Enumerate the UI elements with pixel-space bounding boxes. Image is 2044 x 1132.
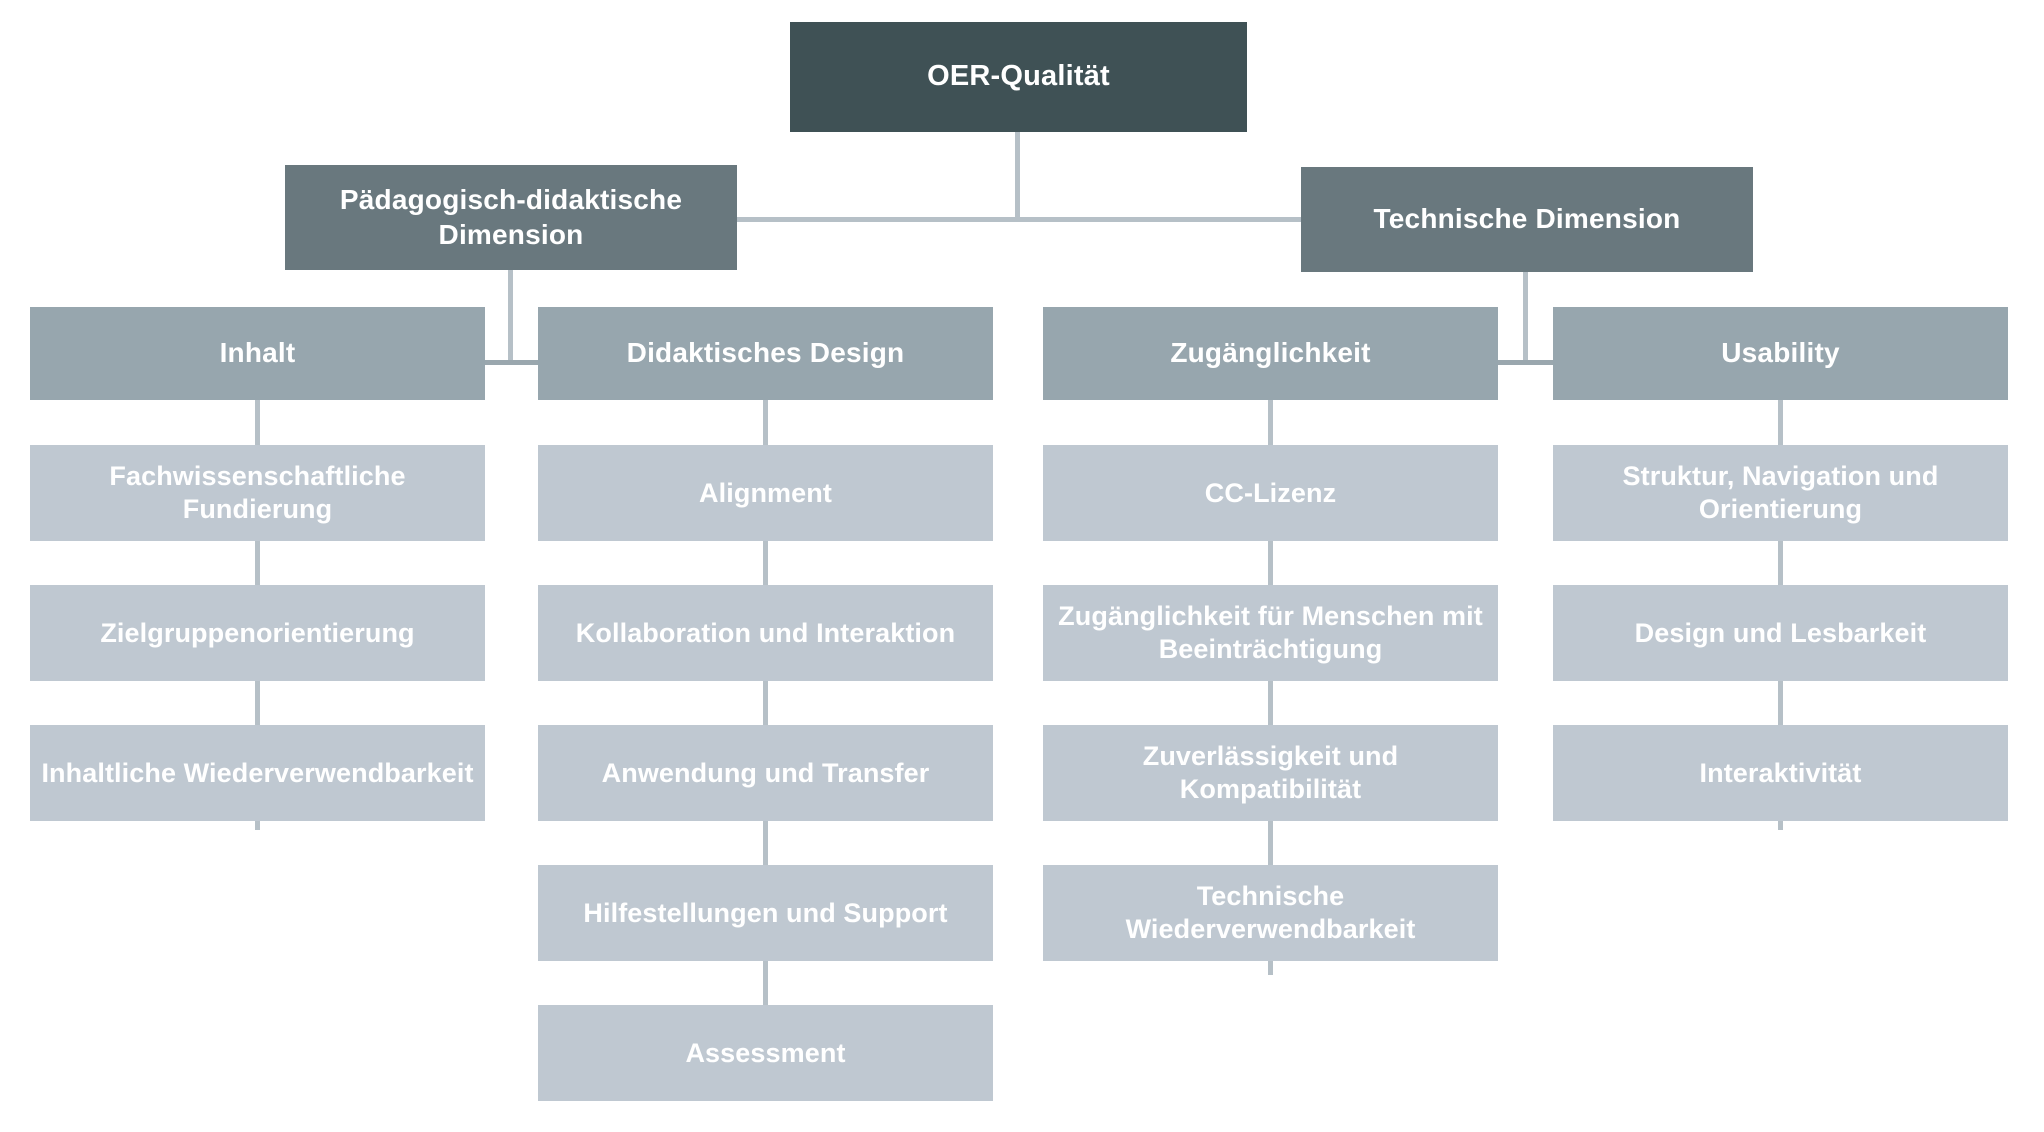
node-criterion-label: Zuverlässigkeit und Kompatibilität <box>1142 741 1399 804</box>
node-criterion-technische-wiederverwendbarkeit[interactable]: Technische Wiederverwendbarkeit <box>1043 865 1498 961</box>
node-dimension-label: Technische Dimension <box>1373 203 1681 235</box>
node-criterion-zuverlaessigkeit-und-kompatibilitaet[interactable]: Zuverlässigkeit und Kompatibilität <box>1043 725 1498 821</box>
node-criterion-label: Assessment <box>685 1037 846 1068</box>
node-criterion-label: Inhaltliche Wiederverwendbarkeit <box>41 757 474 788</box>
node-criterion-label: Zielgruppenorientierung <box>100 617 415 648</box>
node-category-label: Didaktisches Design <box>626 337 905 369</box>
node-criterion-struktur-navigation-orientierung[interactable]: Struktur, Navigation und Orientierung <box>1553 445 2008 541</box>
connector-left-dimension-vertical <box>508 270 513 365</box>
connector-right-dimension-vertical <box>1523 272 1528 365</box>
node-criterion-label: Fachwissenschaftliche Fundierung <box>109 461 406 524</box>
node-criterion-label: Technische Wiederverwendbarkeit <box>1125 881 1416 944</box>
node-category-label: Inhalt <box>219 337 296 369</box>
node-criterion-zielgruppenorientierung[interactable]: Zielgruppenorientierung <box>30 585 485 681</box>
node-criterion-label: Alignment <box>699 477 832 508</box>
connector-root-vertical <box>1015 132 1020 220</box>
node-criterion-zugaenglichkeit-beeintraechtigung[interactable]: Zugänglichkeit für Menschen mit Beeinträ… <box>1043 585 1498 681</box>
node-dimension-paedagogisch-didaktisch[interactable]: Pädagogisch-didaktische Dimension <box>285 165 737 270</box>
node-criterion-label: Zugänglichkeit für Menschen mit Beeinträ… <box>1058 601 1483 664</box>
node-category-label: Zugänglichkeit <box>1170 337 1371 369</box>
node-category-didaktisches-design[interactable]: Didaktisches Design <box>538 307 993 400</box>
node-criterion-alignment[interactable]: Alignment <box>538 445 993 541</box>
node-root-oer-qualitaet[interactable]: OER-Qualität <box>790 22 1247 132</box>
node-category-zugaenglichkeit[interactable]: Zugänglichkeit <box>1043 307 1498 400</box>
node-criterion-label: Struktur, Navigation und Orientierung <box>1622 461 1939 524</box>
node-root-label: OER-Qualität <box>927 60 1110 93</box>
node-criterion-design-und-lesbarkeit[interactable]: Design und Lesbarkeit <box>1553 585 2008 681</box>
connector-left-category-crossbar <box>485 360 538 365</box>
node-criterion-label: CC-Lizenz <box>1204 477 1337 508</box>
node-category-label: Usability <box>1721 337 1840 369</box>
node-criterion-label: Anwendung und Transfer <box>601 757 930 788</box>
node-criterion-cc-lizenz[interactable]: CC-Lizenz <box>1043 445 1498 541</box>
node-criterion-inhaltliche-wiederverwendbarkeit[interactable]: Inhaltliche Wiederverwendbarkeit <box>30 725 485 821</box>
connector-column-2-spine <box>763 400 768 1045</box>
node-criterion-assessment[interactable]: Assessment <box>538 1005 993 1101</box>
node-criterion-interaktivitaet[interactable]: Interaktivität <box>1553 725 2008 821</box>
node-dimension-label: Pädagogisch-didaktische Dimension <box>339 184 683 250</box>
node-criterion-label: Design und Lesbarkeit <box>1634 617 1927 648</box>
node-criterion-label: Hilfestellungen und Support <box>583 897 948 928</box>
node-criterion-label: Kollaboration und Interaktion <box>575 617 956 648</box>
node-criterion-anwendung-und-transfer[interactable]: Anwendung und Transfer <box>538 725 993 821</box>
node-criterion-hilfestellungen-und-support[interactable]: Hilfestellungen und Support <box>538 865 993 961</box>
node-criterion-fachwissenschaftliche-fundierung[interactable]: Fachwissenschaftliche Fundierung <box>30 445 485 541</box>
node-category-usability[interactable]: Usability <box>1553 307 2008 400</box>
node-category-inhalt[interactable]: Inhalt <box>30 307 485 400</box>
connector-dimension-crossbar <box>735 217 1303 222</box>
node-criterion-kollaboration-und-interaktion[interactable]: Kollaboration und Interaktion <box>538 585 993 681</box>
node-dimension-technisch[interactable]: Technische Dimension <box>1301 167 1753 272</box>
node-criterion-label: Interaktivität <box>1699 757 1862 788</box>
connector-column-3-spine <box>1268 400 1273 975</box>
connector-right-category-crossbar <box>1498 360 1553 365</box>
